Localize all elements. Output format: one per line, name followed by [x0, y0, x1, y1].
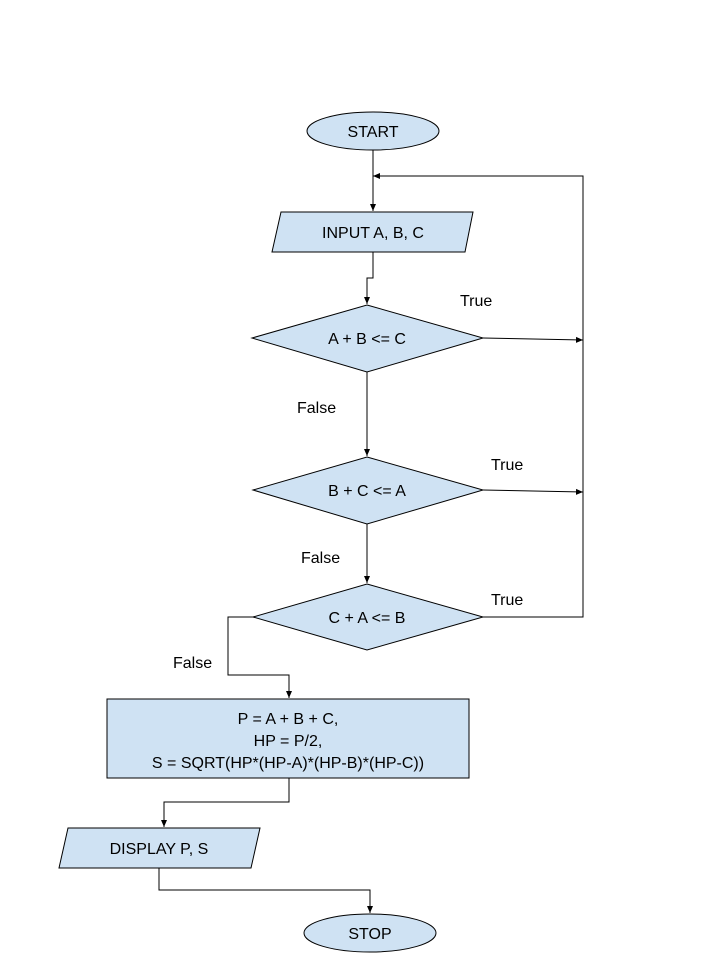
- decision-b-plus-c-label: B + C <= A: [328, 483, 406, 500]
- decision-b-plus-c: B + C <= A: [251, 456, 485, 525]
- edge-input-cond1: [364, 252, 374, 304]
- input-label: INPUT A, B, C: [322, 225, 424, 242]
- edge-cond3-true-loop: [373, 173, 584, 618]
- false-label-2: False: [301, 550, 340, 567]
- edges: [158, 150, 584, 913]
- edge-process-display: [161, 778, 290, 827]
- display-node: DISPLAY P, S: [58, 827, 261, 869]
- input-node: INPUT A, B, C: [271, 211, 474, 253]
- process-line-3: S = SQRT(HP*(HP-A)*(HP-B)*(HP-C)): [152, 755, 424, 772]
- true-label-1: True: [460, 293, 492, 310]
- process-line-2: HP = P/2,: [254, 733, 323, 750]
- start-node: START: [306, 111, 440, 151]
- true-label-3: True: [491, 592, 523, 609]
- decision-a-plus-b-label: A + B <= C: [328, 331, 406, 348]
- edge-display-stop: [158, 868, 373, 913]
- false-label-1: False: [297, 400, 336, 417]
- true-label-2: True: [491, 457, 523, 474]
- display-label: DISPLAY P, S: [110, 841, 209, 858]
- false-label-3: False: [173, 655, 212, 672]
- process-line-1: P = A + B + C,: [238, 711, 339, 728]
- edge-cond1-true: [482, 336, 584, 343]
- stop-node: STOP: [303, 913, 437, 953]
- decision-c-plus-a-label: C + A <= B: [329, 610, 406, 627]
- decision-c-plus-a: C + A <= B: [251, 583, 485, 651]
- start-label: START: [348, 124, 399, 141]
- process-node: P = A + B + C, HP = P/2, S = SQRT(HP*(HP…: [106, 698, 470, 779]
- stop-label: STOP: [348, 926, 391, 943]
- edge-cond2-true: [482, 488, 584, 495]
- edge-cond3-false: [227, 616, 292, 698]
- decision-a-plus-b: A + B <= C: [250, 304, 485, 373]
